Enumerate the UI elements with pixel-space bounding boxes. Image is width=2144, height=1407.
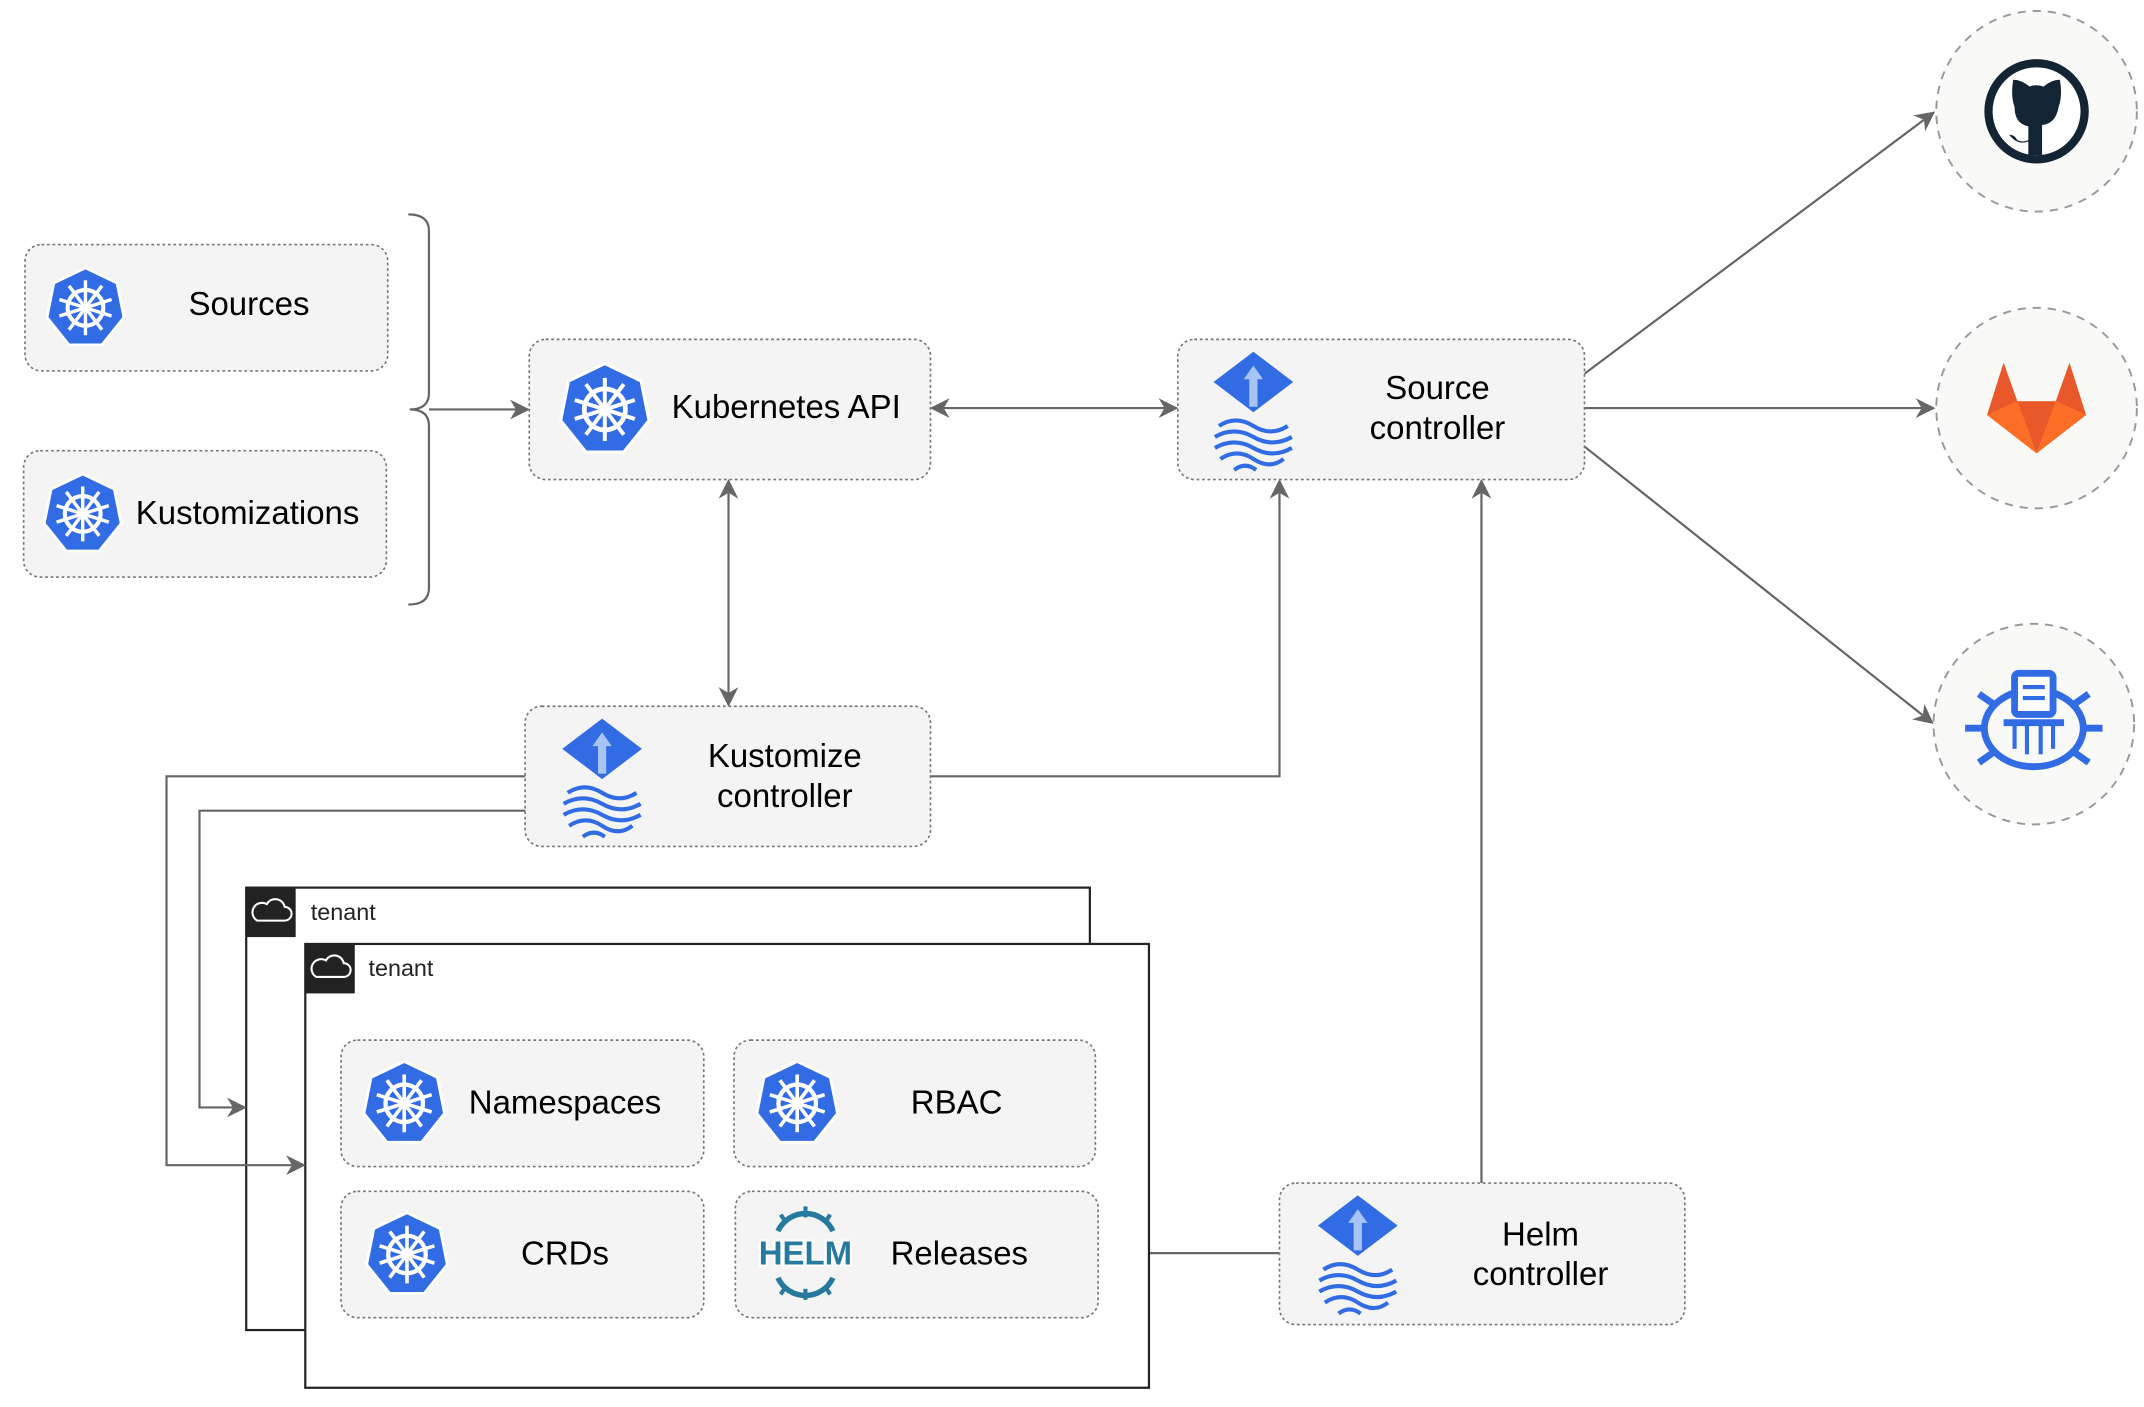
node-label: Helm: [1502, 1215, 1579, 1252]
node-label: controller: [717, 777, 853, 814]
bucket-node: [1932, 622, 2136, 826]
kubernetes-icon: [757, 1062, 838, 1143]
node-label: Namespaces: [469, 1083, 661, 1120]
node-label: controller: [1473, 1255, 1609, 1292]
edge-kustomize-tenant-front: [165, 775, 526, 1176]
edge-source-github: [1583, 111, 1936, 375]
kubernetes-icon: [47, 268, 124, 345]
github-node: [1935, 10, 2138, 213]
node-kubernetes-api: Kubernetes API: [528, 338, 932, 481]
node-crds: CRDs: [340, 1190, 705, 1319]
node-label: Releases: [891, 1235, 1028, 1272]
helm-logo-text: HELM: [759, 1235, 852, 1272]
tenant-label: tenant: [311, 899, 376, 925]
node-source-controller: Source controller: [1176, 338, 1586, 481]
gitlab-icon: [1987, 362, 2087, 454]
node-rbac: RBAC: [733, 1039, 1097, 1168]
edge-kustomize-tenant-back: [198, 809, 526, 1118]
node-releases: HELM Releases: [734, 1190, 1099, 1319]
node-label: RBAC: [911, 1083, 1003, 1120]
kubernetes-icon: [44, 474, 121, 551]
node-helm-controller: Helm controller: [1278, 1182, 1686, 1326]
node-label: Kustomize: [708, 737, 862, 774]
node-label: Sources: [188, 285, 309, 322]
node-label: Kubernetes API: [672, 388, 901, 425]
gitlab-node: [1935, 306, 2138, 510]
node-label: Source: [1385, 369, 1489, 406]
edge-kustomize-source: [930, 478, 1290, 778]
node-kustomizations: Kustomizations: [22, 449, 388, 578]
tenant-label: tenant: [369, 955, 434, 981]
cloud-icon: [245, 886, 297, 939]
node-namespaces: Namespaces: [340, 1039, 705, 1168]
edge-source-bucket: [1583, 445, 1934, 724]
kubernetes-icon: [367, 1213, 448, 1294]
brace: [408, 213, 431, 606]
github-icon: [1984, 59, 2089, 164]
node-kustomize-controller: Kustomize controller: [524, 705, 932, 848]
node-label: CRDs: [521, 1235, 609, 1272]
node-sources: Sources: [24, 243, 389, 372]
kubernetes-icon: [364, 1062, 445, 1143]
node-label: controller: [1370, 409, 1506, 446]
kubernetes-icon: [561, 364, 649, 452]
node-label: Kustomizations: [136, 494, 360, 531]
bucket-icon: [1965, 669, 2103, 771]
edges: [408, 111, 1936, 1264]
cloud-icon: [304, 942, 356, 995]
helm-icon: HELM: [757, 1206, 854, 1300]
